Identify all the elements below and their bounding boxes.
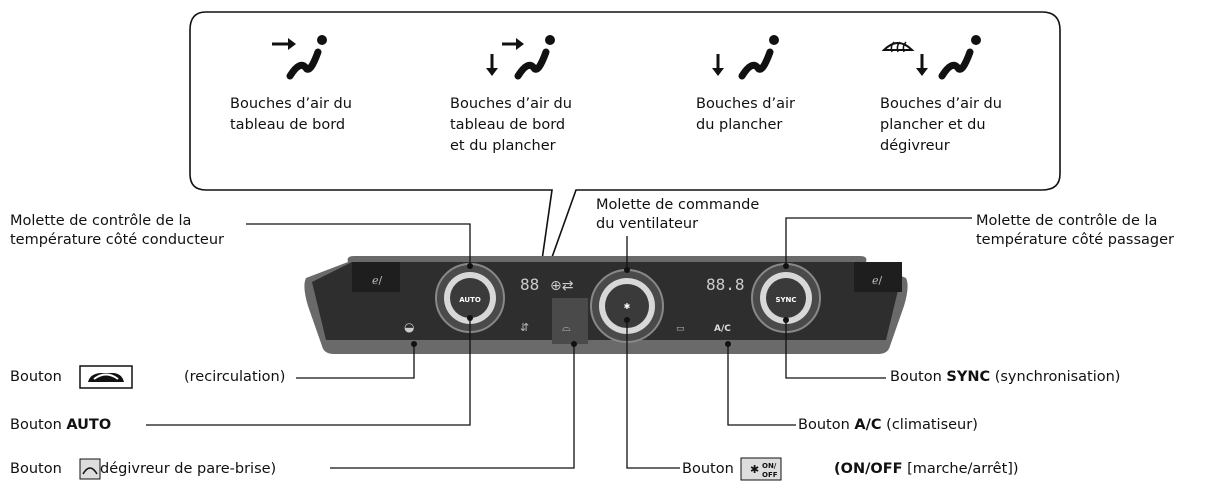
rear-defrost-panel-button[interactable]: ▭ bbox=[676, 324, 685, 334]
floor-defrost-vents-icon bbox=[881, 35, 981, 80]
sync-knob-label: SYNC bbox=[775, 296, 796, 304]
ac-panel-button[interactable]: A/C bbox=[714, 324, 731, 334]
svg-text:✱: ✱ bbox=[750, 463, 759, 476]
svg-text:ON/: ON/ bbox=[762, 462, 777, 470]
leader-lines bbox=[146, 217, 972, 469]
recirculation-panel-button[interactable]: ◒ bbox=[404, 320, 414, 334]
onoff-label-suffix: [marche/arrêt]) bbox=[902, 461, 1019, 477]
sync-label: Bouton SYNC (synchronisation) bbox=[890, 368, 1120, 387]
passenger-temperature-knob[interactable] bbox=[751, 263, 821, 333]
defrost-label-prefix: Bouton bbox=[10, 461, 62, 477]
defrost-panel-button[interactable]: ⌓ bbox=[562, 321, 571, 334]
left-temp-display: 88 bbox=[520, 275, 539, 294]
sync-label-bold: SYNC bbox=[946, 369, 991, 385]
mode-label-dashboard: Bouches d’air du tableau de bord bbox=[230, 96, 352, 133]
leader-dots bbox=[411, 263, 789, 347]
fan-callout: Molette de commande du ventilateur bbox=[596, 197, 760, 232]
mode-label-dashboard-floor: Bouches d’air du tableau de bord et du p… bbox=[450, 96, 572, 154]
defrost-label-suffix: dégivreur de pare-brise) bbox=[100, 461, 277, 477]
svg-text:OFF: OFF bbox=[762, 471, 778, 479]
driver-temperature-knob[interactable] bbox=[435, 263, 505, 333]
ac-label: Bouton A/C (climatiseur) bbox=[798, 416, 978, 435]
auto-knob-label: AUTO bbox=[459, 296, 481, 304]
climate-control-panel: ℯ/ ℯ/ AUTO ✱ SYNC 88 ⊕⇄ 88.8 ◒ ⇵ ⌓ ▭ bbox=[304, 256, 908, 354]
left-seat-heat-icon: ℯ/ bbox=[372, 274, 383, 287]
auto-label-bold: AUTO bbox=[66, 417, 112, 433]
auto-label-prefix: Bouton bbox=[10, 417, 67, 433]
on-off-fan-icon: ✱ ON/ OFF bbox=[740, 457, 782, 481]
onoff-label-bold: (ON/OFF bbox=[834, 461, 903, 477]
ac-label-prefix: Bouton bbox=[798, 417, 855, 433]
mode-panel-button[interactable]: ⇵ bbox=[520, 321, 529, 334]
dashboard-floor-vents-icon bbox=[486, 35, 555, 80]
windshield-defrost-icon bbox=[79, 458, 101, 480]
recirc-label-suffix: (recirculation) bbox=[184, 369, 286, 385]
dashboard-vents-icon bbox=[272, 35, 327, 80]
right-temp-display: 88.8 bbox=[706, 275, 745, 294]
mode-callout-bubble bbox=[189, 11, 1061, 303]
onoff-label-prefix: Bouton bbox=[682, 461, 734, 477]
display-mode-icon: ⊕⇄ bbox=[550, 278, 574, 294]
ac-label-suffix: (climatiseur) bbox=[881, 417, 978, 433]
driver-temp-callout: Molette de contrôle de la température cô… bbox=[10, 213, 224, 248]
recirculation-icon bbox=[79, 365, 133, 389]
mode-label-floor-defrost: Bouches d’air du plancher et du dégivreu… bbox=[880, 96, 1002, 154]
fan-icon: ✱ bbox=[624, 302, 631, 311]
fan-control-knob[interactable]: ✱ bbox=[590, 269, 664, 343]
sync-label-prefix: Bouton bbox=[890, 369, 947, 385]
sync-label-suffix: (synchronisation) bbox=[990, 369, 1121, 385]
right-seat-heat-icon: ℯ/ bbox=[872, 274, 883, 287]
mode-label-floor: Bouches d’air du plancher bbox=[696, 96, 795, 133]
passenger-temp-callout: Molette de contrôle de la température cô… bbox=[976, 213, 1174, 248]
auto-label: Bouton AUTO bbox=[10, 416, 111, 435]
recirc-label-prefix: Bouton bbox=[10, 369, 62, 385]
onoff-label: (ON/OFF [marche/arrêt]) bbox=[834, 460, 1019, 479]
floor-vents-icon bbox=[712, 35, 779, 80]
ac-label-bold: A/C bbox=[854, 417, 882, 433]
